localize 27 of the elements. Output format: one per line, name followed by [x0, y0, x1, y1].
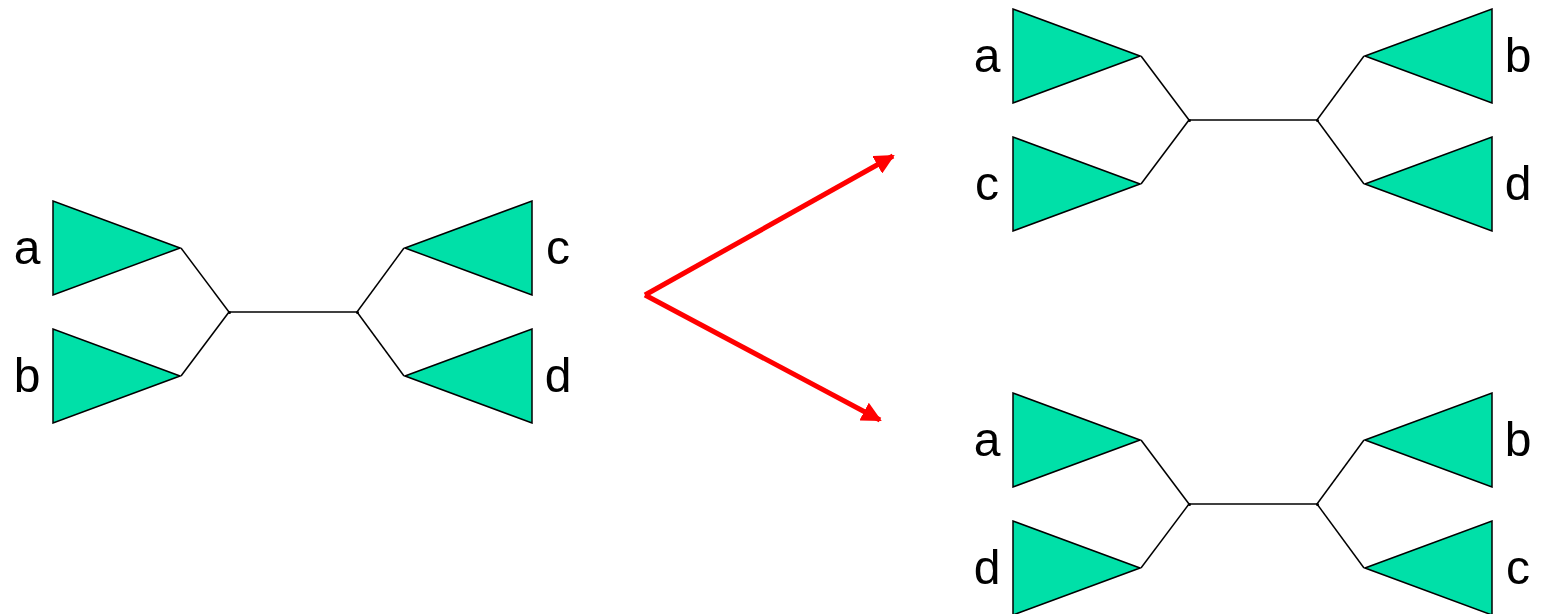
- tree-branch-line: [180, 311, 230, 377]
- tree-branch-line: [356, 247, 405, 313]
- tree-branch-line: [1140, 439, 1190, 505]
- leaf-label: a: [13, 224, 41, 272]
- tree-branch-line: [1188, 119, 1318, 121]
- tree-branch-line: [1140, 503, 1190, 569]
- leaf-label: a: [973, 32, 1001, 80]
- tree-branch-line: [1188, 503, 1318, 505]
- tree-branch-line: [1316, 119, 1365, 185]
- leaf-label: b: [1504, 32, 1532, 80]
- leaf-label: d: [544, 352, 572, 400]
- tree-branch-line: [180, 247, 230, 313]
- tree-branch-line: [1140, 119, 1190, 185]
- tree-branch-line: [1316, 503, 1365, 569]
- tree-branch-line: [228, 311, 358, 313]
- leaf-label: c: [546, 224, 570, 272]
- leaf-label: c: [975, 160, 999, 208]
- tree-branch-line: [1316, 439, 1365, 505]
- leaf-label: a: [973, 416, 1001, 464]
- tree-branch-line: [1140, 55, 1190, 121]
- leaf-label: d: [1504, 160, 1532, 208]
- tree-branch-line: [356, 311, 405, 377]
- leaf-label: d: [973, 544, 1001, 592]
- leaf-label: c: [1506, 544, 1530, 592]
- leaf-label: b: [1504, 416, 1532, 464]
- tree-branch-line: [1316, 55, 1365, 121]
- leaf-label: b: [13, 352, 41, 400]
